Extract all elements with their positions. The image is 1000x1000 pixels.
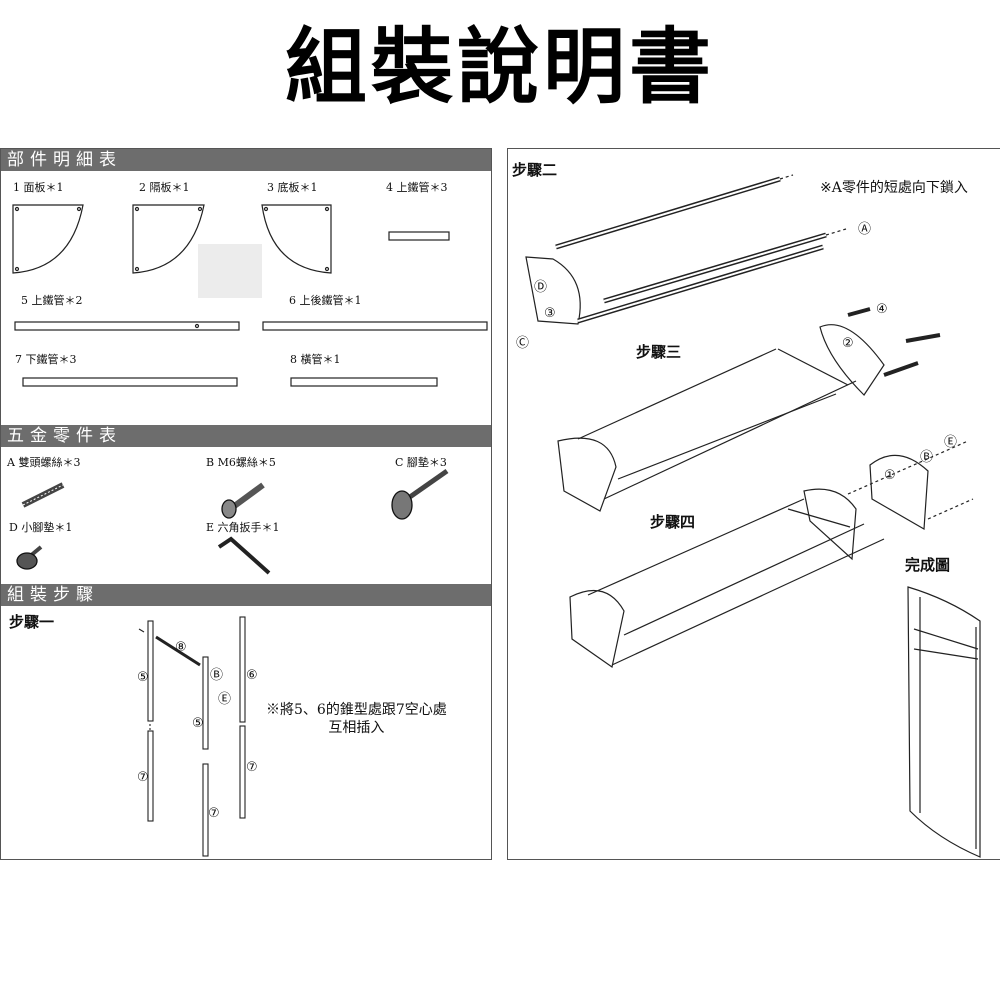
left-panel: 部件明細表 1 面板＊1 2 隔板＊1 3 底板＊1 4 上鐵管＊3 5 上鐵管… — [0, 148, 492, 860]
callout-4: ④ — [876, 302, 888, 317]
steps-drawing: Ⓓ ③ Ⓒ Ⓐ ④ ② Ⓑ Ⓔ ① — [516, 174, 981, 858]
part-label-4: 4 上鐵管＊3 — [386, 181, 448, 194]
part-label-8: 8 橫管＊1 — [290, 353, 341, 366]
assembly-header: 組裝步驟 — [1, 584, 491, 606]
callout-d: Ⓓ — [534, 280, 547, 295]
step1-drawing: ⑤ ⑧ Ⓑ Ⓔ ⑥ ⑤ ⑦ ⑦ ⑦ — [137, 616, 258, 857]
callout-1: ① — [884, 468, 896, 483]
callout-7-c: ⑦ — [208, 806, 220, 821]
callout-5-b: ⑤ — [192, 716, 204, 731]
part-label-3: 3 底板＊1 — [267, 181, 318, 194]
step1-label: 步驟一 — [9, 613, 55, 631]
callout-7-a: ⑦ — [137, 770, 149, 785]
part-label-1: 1 面板＊1 — [13, 181, 64, 194]
hardware-label-e: E 六角扳手＊1 — [206, 521, 280, 534]
hardware-label-d: D 小腳墊＊1 — [9, 521, 73, 534]
step3-shelf-panel — [819, 324, 885, 396]
hardware-label-a: A 雙頭螺絲＊3 — [7, 456, 81, 469]
finished-label: 完成圖 — [905, 556, 951, 574]
part-label-5: 5 上鐵管＊2 — [21, 294, 83, 307]
step2-label: 步驟二 — [512, 161, 558, 179]
callout-3: ③ — [544, 306, 556, 321]
right-panel: 步驟二 ※A零件的短處向下鎖入 步驟三 步驟四 完成圖 — [507, 148, 1000, 860]
part-5-shape — [14, 321, 240, 331]
callout-a: Ⓐ — [858, 222, 871, 237]
callout-b-step1: Ⓑ — [210, 668, 223, 683]
part-3-shape — [261, 204, 332, 274]
finished-shelf — [907, 586, 981, 858]
step1-note-line1: ※將5、6的錐型處跟7空心處 — [266, 702, 447, 718]
tube-drawing — [14, 321, 488, 387]
part-4-shape — [388, 231, 450, 241]
hardware-label-b: B M6螺絲＊5 — [206, 456, 276, 469]
callout-2: ② — [842, 336, 854, 351]
callout-6: ⑥ — [246, 668, 258, 683]
part-7-shape — [22, 377, 238, 387]
parts-drawing — [12, 204, 450, 274]
part-label-7: 7 下鐵管＊3 — [15, 353, 77, 366]
callout-b-step4: Ⓑ — [920, 450, 933, 465]
part-1-shape — [12, 204, 84, 274]
step3-label: 步驟三 — [636, 343, 682, 361]
callout-8: ⑧ — [175, 640, 187, 655]
part-8-shape — [290, 377, 438, 387]
callout-e-step4: Ⓔ — [944, 435, 957, 450]
parts-table-header: 部件明細表 — [1, 149, 491, 171]
step1-note: ※將5、6的錐型處跟7空心處 互相插入 — [266, 701, 447, 737]
part-2-shape — [132, 204, 205, 274]
part-6-shape — [262, 321, 488, 331]
step4-label: 步驟四 — [650, 513, 696, 531]
step4-shelf-panel — [803, 488, 857, 561]
hardware-b-icon — [231, 482, 265, 510]
callout-c: Ⓒ — [516, 336, 529, 351]
callout-e-step1: Ⓔ — [218, 692, 231, 707]
step1-note-line2: 互相插入 — [328, 720, 385, 736]
step4-side-panel-right — [869, 454, 929, 530]
part-label-6: 6 上後鐵管＊1 — [289, 294, 362, 307]
hardware-e-icon — [217, 536, 271, 575]
step2-note: ※A零件的短處向下鎖入 — [820, 180, 968, 196]
part-label-2: 2 隔板＊1 — [139, 181, 190, 194]
step3-side-panel — [557, 437, 617, 512]
callout-5-a: ⑤ — [137, 670, 149, 685]
gray-placeholder — [198, 244, 262, 298]
hardware-drawing — [16, 468, 449, 575]
step4-side-panel-left — [569, 589, 625, 669]
hardware-c-icon — [405, 468, 449, 502]
hardware-label-c: C 腳墊＊3 — [395, 456, 447, 469]
page-title: 組裝說明書 — [284, 20, 715, 115]
step2-side-panel — [525, 256, 581, 325]
hardware-table-header: 五金零件表 — [1, 425, 491, 447]
callout-7-b: ⑦ — [246, 760, 258, 775]
